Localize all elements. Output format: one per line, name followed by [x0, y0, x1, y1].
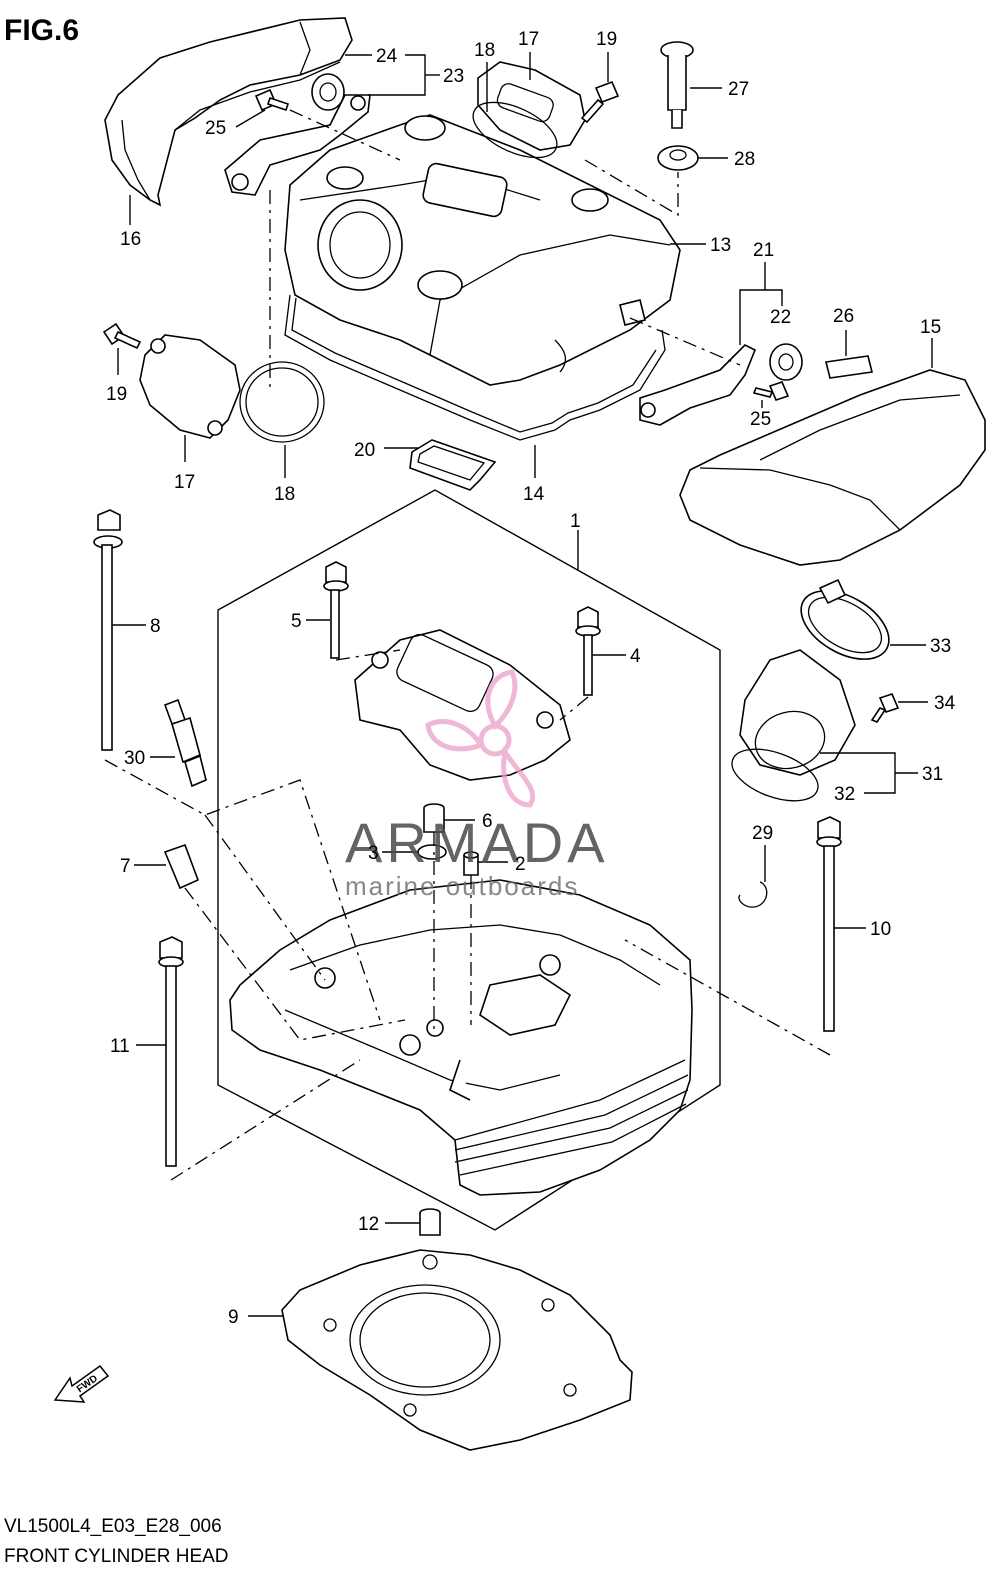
callout-19-top: 19	[596, 29, 617, 50]
callout-16: 16	[120, 229, 141, 250]
plug-7	[163, 843, 200, 890]
callout-30: 30	[124, 748, 145, 769]
callout-11: 11	[110, 1036, 130, 1057]
callout-22: 22	[770, 307, 791, 328]
callout-20: 20	[354, 440, 375, 461]
damper-22	[769, 343, 803, 381]
bolt-5	[323, 561, 349, 659]
callout-34: 34	[934, 693, 956, 714]
cap-17-top	[477, 61, 586, 151]
bracket-21-right	[639, 344, 757, 426]
callout-29: 29	[752, 823, 773, 844]
assembly-lines	[104, 109, 831, 1181]
cylinder-head	[229, 879, 693, 1196]
bolt-27	[660, 41, 694, 129]
cylinder-head-cover-13	[284, 114, 681, 386]
callout-12: 12	[358, 1214, 379, 1235]
intake-pipe-31	[739, 649, 856, 776]
propeller-logo-icon	[425, 669, 536, 808]
callout-33: 33	[930, 636, 951, 657]
screw-34	[870, 693, 900, 723]
spark-plug-30	[163, 698, 207, 788]
o-ring-32	[731, 748, 819, 802]
washer-28	[657, 145, 699, 171]
watermark-brand: ARMADA	[345, 811, 609, 874]
damper-24	[311, 73, 345, 111]
callout-5: 5	[291, 611, 302, 632]
callout-6: 6	[482, 811, 493, 832]
cylinder-head-frame	[217, 489, 721, 1231]
o-ring-18-left	[239, 361, 325, 443]
armada-watermark: ARMADA marine outboards	[345, 669, 609, 901]
gasket-20-inner	[417, 445, 486, 481]
bolt-19-top	[580, 80, 620, 124]
bolt-4	[575, 606, 601, 696]
callout-10: 10	[870, 919, 891, 940]
model-code: VL1500L4_E03_E28_006	[4, 1516, 222, 1537]
callout-28: 28	[734, 149, 755, 170]
o-ring-18-top	[472, 101, 558, 159]
callout-27: 27	[728, 79, 749, 100]
callout-32: 32	[834, 784, 855, 805]
bolt-19-left	[102, 322, 142, 350]
callout-14: 14	[523, 484, 545, 505]
leader-lines	[112, 52, 933, 1317]
callout-24: 24	[376, 46, 398, 67]
callout-23: 23	[443, 66, 464, 87]
callout-17-top: 17	[518, 29, 539, 50]
head-cover-gasket-14-inner	[291, 297, 657, 433]
callout-7: 7	[120, 856, 131, 877]
cover-15	[679, 369, 986, 566]
gasket-20	[409, 439, 497, 491]
forward-arrow-icon: FWD	[53, 1364, 110, 1403]
side-cover-16	[104, 17, 353, 207]
callout-15: 15	[920, 317, 941, 338]
callout-8: 8	[150, 616, 161, 637]
callout-25-right: 25	[750, 409, 771, 430]
callout-9: 9	[228, 1307, 239, 1328]
callout-18-top: 18	[474, 40, 495, 61]
bolt-25-right	[752, 381, 790, 401]
cap-17-left	[139, 334, 241, 439]
bracket-23-top	[224, 94, 371, 196]
bolt-8	[93, 509, 123, 751]
callout-19-left: 19	[106, 384, 127, 405]
bolt-25-top	[254, 88, 290, 112]
callout-17-left: 17	[174, 472, 195, 493]
callout-26: 26	[833, 306, 854, 327]
watermark-tagline: marine outboards	[345, 871, 579, 901]
callout-25-top: 25	[205, 118, 226, 139]
bolt-11	[158, 936, 184, 1167]
callout-1: 1	[570, 511, 581, 532]
callout-21: 21	[753, 240, 774, 261]
pad-26	[825, 355, 873, 379]
camshaft-holder	[354, 629, 571, 781]
head-gasket-9	[281, 1249, 633, 1451]
dowel-12	[419, 1208, 441, 1236]
callout-labels: 1 2 3 4 5 6 7 8 9 10 11 12 13 14 15 16 1…	[106, 29, 956, 1328]
callout-31: 31	[922, 764, 943, 785]
figure-caption: FRONT CYLINDER HEAD	[4, 1546, 229, 1567]
figure-title: FIG.6	[4, 14, 79, 47]
callout-2: 2	[515, 854, 526, 875]
callout-3: 3	[368, 843, 379, 864]
clip-29	[738, 881, 768, 908]
callout-18-left: 18	[274, 484, 295, 505]
clamp-33	[800, 578, 890, 660]
callout-13: 13	[710, 235, 731, 256]
head-cover-gasket-14	[284, 294, 666, 441]
o-ring-18-left-inner	[245, 367, 319, 437]
callout-4: 4	[630, 646, 641, 667]
bolt-10	[816, 816, 842, 1032]
